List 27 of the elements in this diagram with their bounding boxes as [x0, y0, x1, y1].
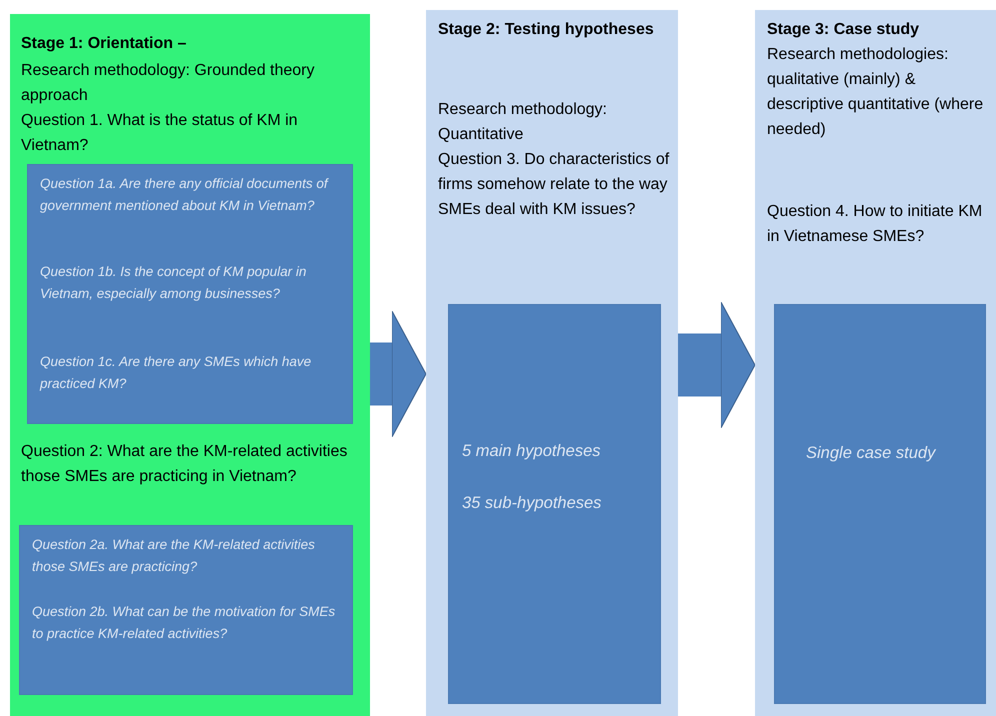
question-box [27, 164, 353, 424]
stage-panel [755, 10, 996, 716]
question-text: 5 main hypotheses [462, 441, 602, 462]
stage-heading: Stage 2: Testing hypotheses [438, 20, 655, 40]
question-text: 35 sub-hypotheses [462, 493, 602, 514]
question-box [19, 525, 353, 695]
stage-text: Research methodology: Grounded theory approach [21, 61, 316, 106]
question-text: Question 2b. What can be the motivation for SMEs to practice KM-related activities? [32, 603, 336, 643]
stage-panel [426, 10, 678, 716]
stage-text: Research methodologies: qualitative (mainly) & descriptive quantitative (where needed) [767, 45, 984, 140]
stage-text: Research methodology: Quantitative [438, 100, 608, 145]
question-text: Question 2a. What are the KM-related activities those SMEs are practicing? [32, 536, 316, 576]
stage-heading: Stage 1: Orientation – [21, 34, 188, 54]
question-text: Question 1b. Is the concept of KM popular in Vietnam, especially among businesses? [40, 263, 308, 303]
case-study-box [774, 304, 986, 704]
block-arrow [370, 310, 426, 438]
stage-panel [10, 14, 370, 716]
stage-text: Question 2: What are the KM-related activities those SMEs are practicing in Vietnam? [21, 442, 348, 487]
hypotheses-box [448, 304, 661, 704]
stage-text: Question 1. What is the status of KM in Vietnam? [21, 111, 299, 156]
block-arrow [678, 302, 756, 428]
question-text: Question 1a. Are there any official documents of government mentioned about KM in Vietnam? [40, 175, 330, 215]
question-text: Question 1c. Are there any SMEs which have practiced KM? [40, 353, 312, 393]
question-text: Single case study [806, 443, 937, 464]
stage-text: Question 3. Do characteristics of firms somehow relate to the way SMEs deal with KM issues? [438, 150, 670, 220]
stage-heading: Stage 3: Case study [767, 20, 920, 40]
stage-text: Question 4. How to initiate KM in Vietnamese SMEs? [767, 202, 984, 247]
